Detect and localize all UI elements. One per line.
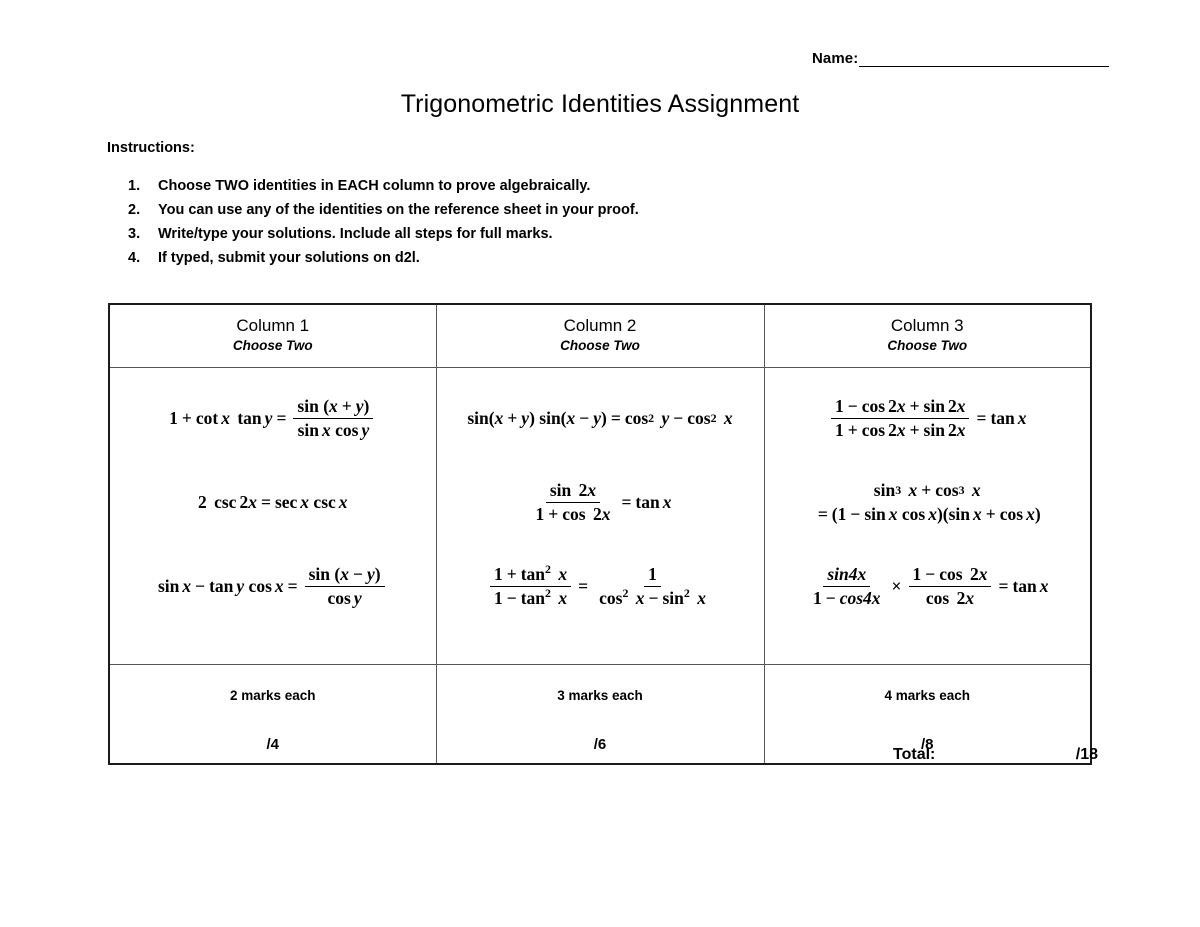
- score-column-2[interactable]: /6: [435, 713, 765, 765]
- list-item-text: Choose TWO identities in EACH column to …: [158, 178, 591, 194]
- score-column-3[interactable]: /8: [763, 713, 1092, 765]
- list-item-number: 2.: [128, 202, 141, 218]
- marks-each-column-3: 4 marks each: [763, 664, 1092, 713]
- name-blank-input[interactable]: [859, 51, 1110, 67]
- total-row: Total: /18: [893, 746, 1098, 764]
- name-field-row: Name:: [812, 50, 1110, 67]
- identities-table: Column 1 Choose Two Column 2 Choose Two …: [108, 303, 1092, 765]
- score-column-1[interactable]: /4: [108, 713, 437, 765]
- column-title: Column 2: [563, 316, 637, 335]
- list-item-number: 4.: [128, 250, 141, 266]
- column-title: Column 3: [890, 316, 964, 335]
- column-subtitle: Choose Two: [560, 338, 640, 353]
- list-item-number: 3.: [128, 226, 141, 242]
- total-value[interactable]: /18: [1075, 746, 1098, 763]
- list-item-text: If typed, submit your solutions on d2l.: [158, 250, 420, 266]
- list-item: 3. Write/type your solutions. Include al…: [128, 222, 828, 246]
- column-subtitle: Choose Two: [887, 338, 968, 353]
- table-header-row: Column 1 Choose Two Column 2 Choose Two …: [108, 303, 1092, 368]
- column-subtitle: Choose Two: [232, 338, 313, 353]
- equation-c2-3: 1+tan2 x 1−tan2 x = 1 cos2 x−sin2 x: [487, 564, 713, 608]
- column-3-header: Column 3 Choose Two: [763, 303, 1092, 368]
- equation-slot[interactable]: 1+tan2 x 1−tan2 x = 1 cos2 x−sin2 x: [437, 544, 764, 628]
- marks-each-column-1: 2 marks each: [108, 664, 437, 713]
- table-marks-row: 2 marks each 3 marks each 4 marks each: [108, 664, 1092, 713]
- list-item: 4. If typed, submit your solutions on d2…: [128, 246, 828, 270]
- instructions-heading: Instructions:: [107, 140, 195, 156]
- list-item: 1. Choose TWO identities in EACH column …: [128, 174, 828, 198]
- column-2-header: Column 2 Choose Two: [435, 303, 765, 368]
- page-title: Trigonometric Identities Assignment: [400, 90, 800, 118]
- total-label: Total:: [893, 746, 936, 763]
- list-item-number: 1.: [128, 178, 141, 194]
- list-item-text: Write/type your solutions. Include all s…: [158, 226, 553, 242]
- marks-each-column-2: 3 marks each: [435, 664, 765, 713]
- column-title: Column 1: [236, 316, 310, 335]
- list-item: 2. You can use any of the identities on …: [128, 198, 828, 222]
- table-score-row: /4 /6 /8: [108, 713, 1092, 765]
- column-1-header: Column 1 Choose Two: [108, 303, 437, 368]
- list-item-text: You can use any of the identities on the…: [158, 202, 639, 218]
- name-label: Name:: [812, 50, 859, 67]
- instructions-list: 1. Choose TWO identities in EACH column …: [128, 174, 828, 270]
